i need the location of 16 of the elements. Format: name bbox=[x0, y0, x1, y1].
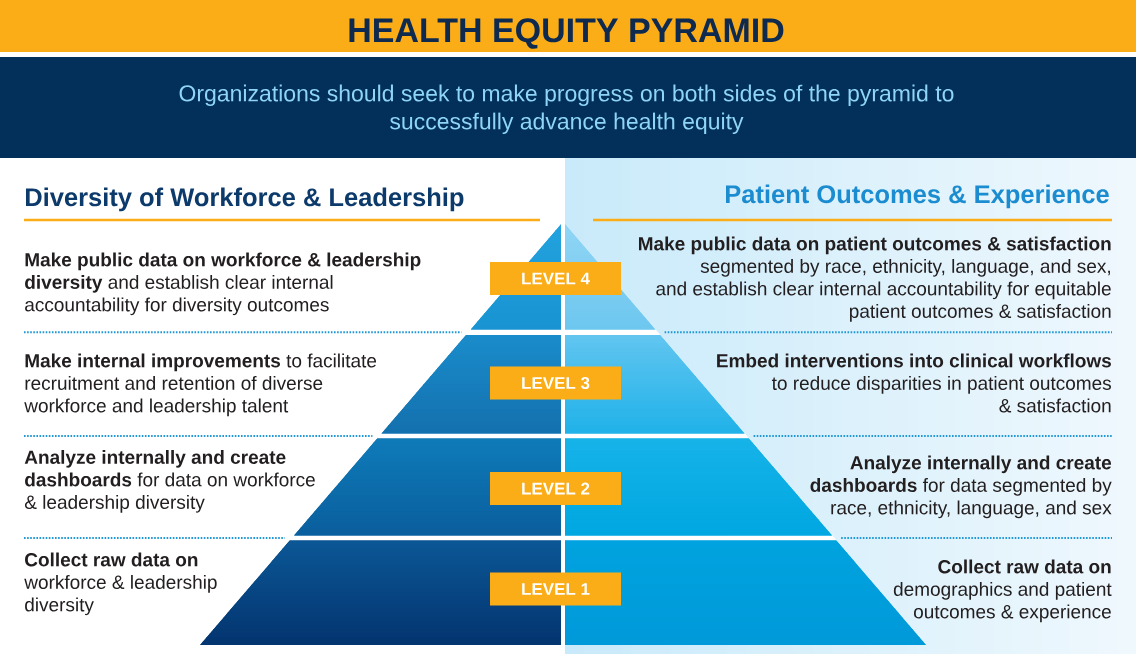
title-banner: HEALTH EQUITY PYRAMID bbox=[0, 0, 1136, 52]
level-badge: LEVEL 3 bbox=[490, 366, 621, 400]
level-description: Collect raw data on workforce & leadership diversity bbox=[24, 552, 217, 616]
level-badge: LEVEL 2 bbox=[490, 472, 621, 505]
level-badge: LEVEL 1 bbox=[490, 572, 621, 606]
subtitle-text: Organizations should seek to make progress on both sides of the pyramid to successfully advance health equity bbox=[179, 84, 954, 135]
level-description: Collect raw data on demographics and patient outcomes & experience bbox=[893, 559, 1112, 623]
level-description: Embed interventions into clinical workflows to reduce disparities in patient outcomes & satisfaction bbox=[717, 353, 1111, 413]
level-badge: LEVEL 4 bbox=[490, 262, 621, 295]
column-heading: Diversity of Workforce & Leadership bbox=[26, 187, 464, 212]
level-description: Make internal improvements to facilitate recruitment and retention of diverse workforce and leadership talent bbox=[24, 353, 377, 417]
level-description: Make public data on workforce & leadership diversity and establish clear internal accountability for diversity outcomes bbox=[25, 252, 421, 316]
level-description: Analyze internally and create dashboards for data segmented by race, ethnicity, language, and sex bbox=[810, 455, 1112, 519]
level-description: Make public data on patient outcomes & satisfaction segmented by race, ethnicity, language, and sex, and establish clear internal accountability for equitable patient outcomes & satisfaction bbox=[639, 236, 1111, 322]
level-description: Analyze internally and create dashboards for data on workforce & leadership diversity bbox=[24, 450, 315, 513]
column-heading: Patient Outcomes & Experience bbox=[726, 184, 1109, 209]
